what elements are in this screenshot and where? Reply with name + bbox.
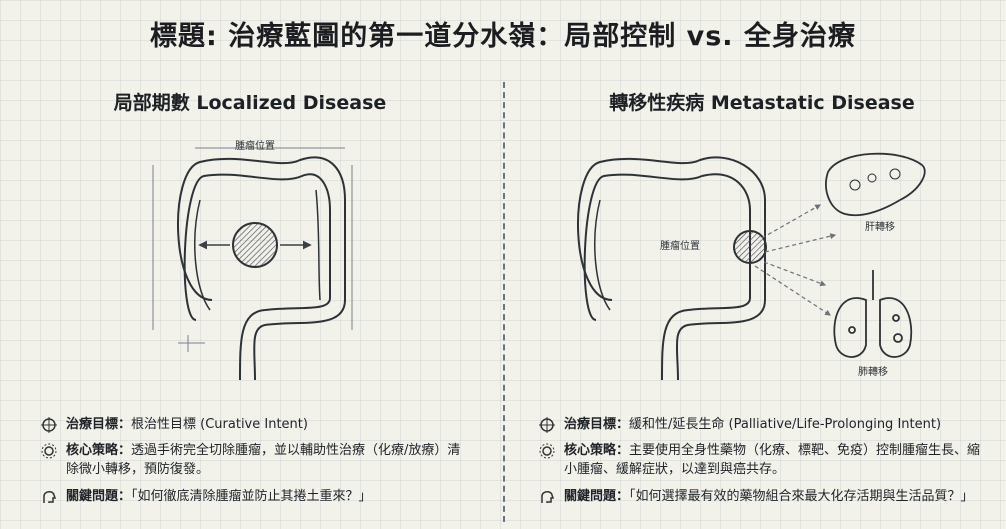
liver-label: 肝轉移 [865, 220, 895, 233]
left-tumor-icon [232, 222, 278, 268]
page-title: 標題: 治療藍圖的第一道分水嶺：局部控制 vs. 全身治療 [150, 21, 856, 52]
head-icon [541, 491, 555, 503]
left-row-goal: 治療目標：根治性目標 (Curative Intent) [40, 415, 466, 434]
left-row-strategy: 核心策略：透過手術完全切除腫瘤，並以輔助性治療（化療/放療）清除微小轉移，預防復… [40, 441, 466, 479]
gear-icon [539, 443, 555, 459]
head-icon [43, 491, 57, 503]
liver-icon [825, 152, 926, 217]
target-icon [41, 417, 57, 433]
right-row-strategy: 核心策略：主要使用全身性藥物（化療、標靶、免疫）控制腫瘤生長、縮小腫瘤、緩解症狀… [538, 441, 984, 479]
left-figure-label: 腫瘤位置 [235, 139, 275, 152]
right-tumor-label: 腫瘤位置 [660, 239, 700, 252]
right-row-question: 關鍵問題：「如何選擇最有效的藥物組合來最大化存活期與生活品質？」 [538, 487, 984, 506]
right-heading: 轉移性疾病 Metastatic Disease [609, 92, 915, 114]
left-heading: 局部期數 Localized Disease [113, 92, 387, 114]
lung-label: 肺轉移 [858, 365, 888, 378]
lungs-icon [833, 270, 913, 358]
center-divider [503, 82, 505, 522]
gear-icon [41, 443, 57, 459]
right-row-goal: 治療目標：緩和性/延長生命 (Palliative/Life-Prolongin… [538, 415, 984, 434]
left-row-question: 關鍵問題：「如何徹底清除腫瘤並防止其捲土重來？」 [40, 487, 466, 506]
left-colon-icon [177, 156, 346, 381]
target-icon [539, 417, 555, 433]
right-colon-icon [577, 156, 766, 381]
right-tumor-icon [733, 230, 767, 264]
